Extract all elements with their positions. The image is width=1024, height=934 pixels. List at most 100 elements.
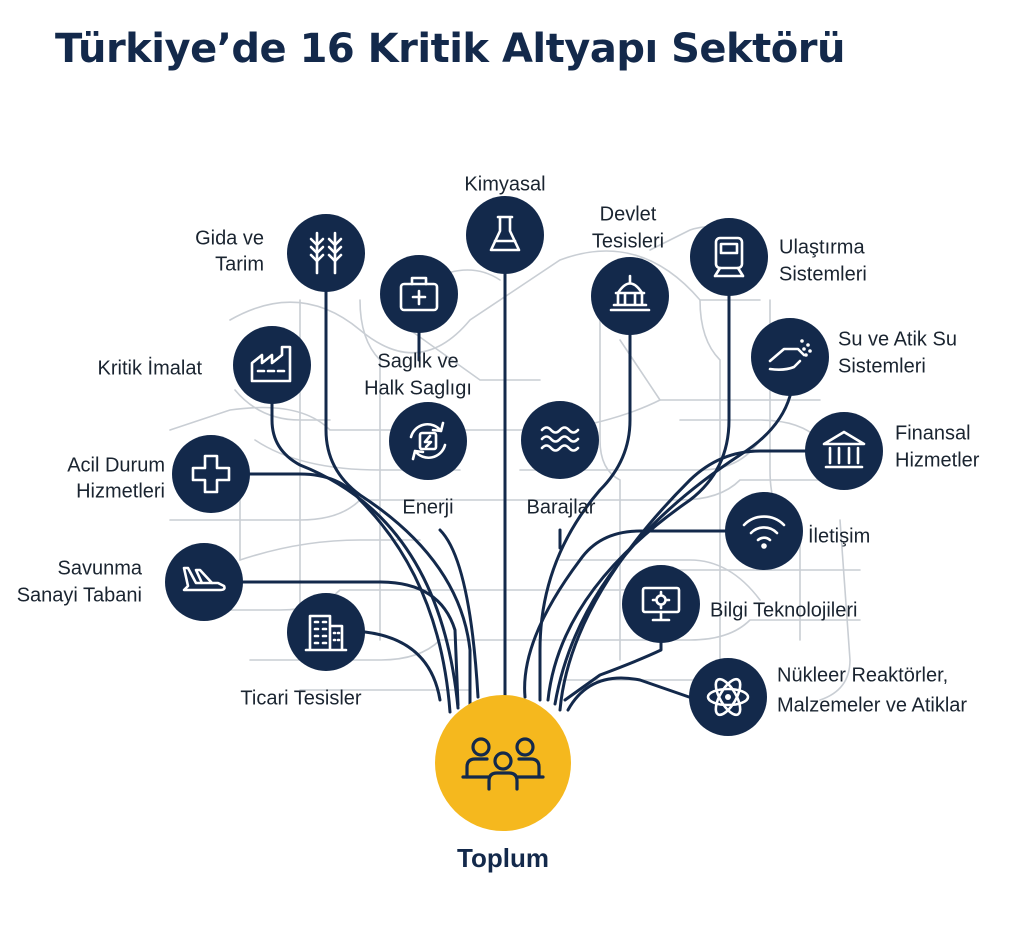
sector-label-ulastirma: Sistemleri [779,263,867,285]
sector-label-iletisim: İletişim [808,524,870,547]
node-circle [287,593,365,671]
wifi-icon [742,515,786,549]
grid-line [559,559,761,601]
sector-node-imalat: Kritik İmalat [98,326,311,404]
sector-label-acil: Acil Durum [67,454,165,476]
node-circle [466,196,544,274]
node-circle [805,412,883,490]
atom-icon [706,677,750,717]
building-icon [304,614,348,652]
connector-gida [324,290,472,707]
sector-node-nukleer: Nükleer Reaktörler, Malzemeler ve Atiklar [689,658,967,736]
factory-icon [250,345,292,383]
sector-node-enerji: Enerji [389,402,467,518]
sector-node-iletisim: İletişim [725,492,870,570]
background-network-lines [169,225,861,701]
node-circle [233,326,311,404]
sector-label-ticari: Ticari Tesisler [240,687,361,709]
sector-label-barajlar: Barajlar [527,496,596,518]
node-circle [287,214,365,292]
connection-lines [241,272,807,714]
monitor-gear-icon [641,586,681,622]
capitol-icon [609,274,651,312]
connector-enerji [438,528,480,699]
grid-line [359,299,381,641]
center-node: Toplum [435,695,571,873]
center-node-group: Toplum [435,695,571,873]
people-icon [461,737,545,791]
cross-icon [191,454,231,494]
grid-line [169,399,821,431]
sector-label-kimyasal: Kimyasal [464,173,545,195]
connector-nukleer [566,676,691,712]
sector-label-ulastirma: Ulaştırma [779,236,865,258]
connector-iletisim [523,529,727,699]
sector-label-finans: Finansal [895,422,971,444]
connector-ticari [363,630,442,702]
center-circle [435,695,571,831]
train-icon [713,236,745,278]
energy-cycle-icon [409,421,447,461]
water-tap-icon [768,339,812,371]
sector-label-enerji: Enerji [402,496,453,518]
sector-label-savunma: Sanayi Tabani [17,584,142,606]
connector-su [553,394,792,706]
grid-line [239,539,421,561]
sector-label-devlet: Tesisleri [592,230,664,252]
node-circle [591,257,669,335]
bank-icon [822,430,866,469]
node-circle [725,492,803,570]
node-circle [172,435,250,513]
connector-savunma [241,580,460,707]
node-circle [690,218,768,296]
connector-bilgi [563,641,663,702]
grid-line [254,439,461,471]
grid-line [679,419,821,441]
connector-imalat [270,402,460,710]
sector-label-saglik: Halk Saglıgı [364,377,472,399]
sector-node-bilgi: Bilgi Teknolojileri [622,565,857,643]
sector-label-su: Sistemleri [838,355,926,377]
grid-line [409,329,541,381]
medkit-icon [399,276,439,312]
sector-label-imalat: Kritik İmalat [98,356,203,379]
connector-finans [558,449,807,712]
sector-label-finans: Hizmetler [895,449,980,471]
sector-label-acil: Hizmetleri [76,480,165,502]
connector-acil [248,472,452,714]
grid-line [169,479,841,521]
sector-label-nukleer: Malzemeler ve Atiklar [777,694,967,716]
sector-node-gida: Gida ve Tarim [195,214,365,292]
grid-line [234,389,331,421]
wheat-icon [309,231,343,275]
sector-label-devlet: Devlet [600,203,657,225]
sector-label-gida: Gida ve [195,227,264,249]
grid-line [699,299,721,681]
sector-label-gida: Tarim [215,253,264,275]
sector-label-bilgi: Bilgi Teknolojileri [710,599,857,621]
sector-label-su: Su ve Atik Su [838,328,957,350]
connector-ulastirma [546,294,731,702]
page-title: Türkiye’de 16 Kritik Altyapı Sektörü [55,26,845,72]
sector-node-ticari: Ticari Tesisler [240,593,365,709]
sector-node-kimyasal: Kimyasal [464,173,546,274]
airplane-icon [182,566,226,592]
flask-icon [489,215,521,252]
connector-devlet [538,333,632,702]
grid-line [229,250,761,354]
grid-line [819,519,851,701]
sector-node-barajlar: Barajlar [521,401,599,518]
waves-icon [540,426,580,452]
sector-label-nukleer: Nükleer Reaktörler, [777,664,948,686]
sector-node-su: Su ve Atik Su Sistemleri [751,318,957,396]
grid-line [599,319,621,661]
